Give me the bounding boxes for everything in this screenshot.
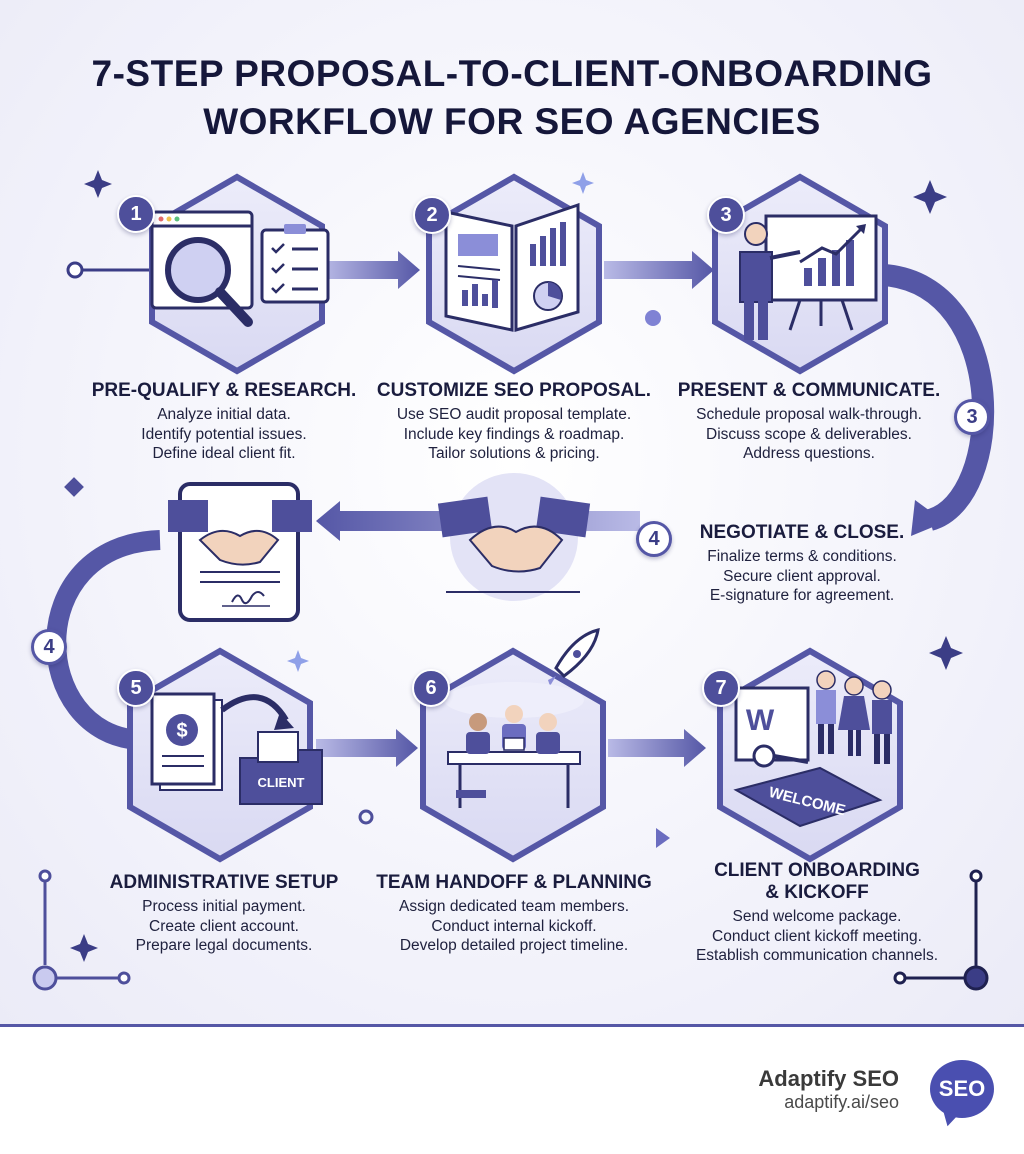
step-7-line-2: Conduct client kickoff meeting. bbox=[712, 927, 922, 945]
step-badge-3: 3 bbox=[707, 196, 745, 234]
step-3-text: PRESENT & COMMUNICATE. Schedule proposal… bbox=[667, 380, 951, 464]
step-5-line-2: Create client account. bbox=[149, 917, 299, 935]
step-5-text: ADMINISTRATIVE SETUP Process initial pay… bbox=[96, 872, 352, 956]
step-7-line-1: Send welcome package. bbox=[732, 908, 902, 925]
step-2-line-1: Use SEO audit proposal template. bbox=[396, 406, 632, 423]
page-title: 7-STEP PROPOSAL-TO-CLIENT-ONBOARDING WOR… bbox=[0, 50, 1024, 146]
play-mark bbox=[656, 828, 670, 848]
step-5-line-3: Prepare legal documents. bbox=[135, 937, 313, 954]
title-line-1: 7-STEP PROPOSAL-TO-CLIENT-ONBOARDING bbox=[91, 53, 933, 94]
connector-badge-4-left: 4 bbox=[31, 629, 67, 665]
arrow-2-to-3 bbox=[604, 251, 714, 289]
step-4-heading: NEGOTIATE & CLOSE. bbox=[699, 522, 905, 543]
svg-text:$: $ bbox=[176, 720, 187, 742]
step-2-line-3: Tailor solutions & pricing. bbox=[428, 445, 600, 462]
step-4-line-2: Secure client approval. bbox=[723, 567, 881, 585]
step-badge-7: 7 bbox=[702, 669, 740, 707]
step-3-line-1: Schedule proposal walk-through. bbox=[696, 406, 922, 423]
step-7-line-3: Establish communication channels. bbox=[695, 947, 939, 964]
step-2-text: CUSTOMIZE SEO PROPOSAL. Use SEO audit pr… bbox=[371, 380, 657, 464]
corner-ornament-left bbox=[32, 869, 131, 991]
curve-3-to-4-head bbox=[911, 500, 945, 536]
step-badge-2: 2 bbox=[413, 196, 451, 234]
title-line-2: WORKFLOW FOR SEO AGENCIES bbox=[203, 101, 821, 142]
step-2-heading: CUSTOMIZE SEO PROPOSAL. bbox=[376, 380, 652, 401]
team-meeting-icon bbox=[444, 627, 600, 808]
step-4-text: NEGOTIATE & CLOSE. Finalize terms & cond… bbox=[672, 522, 932, 606]
welcome-key-icon: W WELCOME bbox=[733, 670, 892, 828]
brand-url[interactable]: adaptify.ai/seo bbox=[784, 1092, 899, 1112]
step-1-text: PRE-QUALIFY & RESEARCH. Analyze initial … bbox=[82, 380, 366, 464]
step-6-text: TEAM HANDOFF & PLANNING Assign dedicated… bbox=[370, 872, 658, 956]
step-badge-1: 1 bbox=[117, 195, 155, 233]
step-1-line-1: Analyze initial data. bbox=[157, 406, 291, 423]
step-6-heading: TEAM HANDOFF & PLANNING bbox=[376, 872, 652, 893]
step-6-line-2: Conduct internal kickoff. bbox=[431, 917, 597, 935]
step-3-line-2: Discuss scope & deliverables. bbox=[706, 425, 912, 443]
workflow-diagram: $ CLIENT W WELCOME bbox=[32, 170, 995, 991]
step-4-line-3: E-signature for agreement. bbox=[709, 587, 895, 604]
magnifier-checklist-icon bbox=[150, 210, 330, 327]
step-7-heading-line-1: CLIENT ONBOARDING bbox=[714, 860, 920, 881]
step-badge-5: 5 bbox=[117, 669, 155, 707]
arrow-6-to-7 bbox=[608, 729, 706, 767]
step-6-line-3: Develop detailed project timeline. bbox=[399, 937, 629, 954]
brand-name: Adaptify SEO bbox=[758, 1066, 899, 1091]
step-5-heading: ADMINISTRATIVE SETUP bbox=[109, 872, 339, 893]
step-5-line-1: Process initial payment. bbox=[142, 898, 306, 915]
step-2-line-2: Include key findings & roadmap. bbox=[403, 425, 625, 443]
curve-3-to-4 bbox=[882, 264, 995, 531]
open-report-icon bbox=[444, 202, 580, 332]
tablet-handshake-icon bbox=[168, 482, 312, 622]
footer bbox=[0, 1027, 1024, 1154]
folder-label: CLIENT bbox=[258, 775, 305, 790]
step-4-line-1: Finalize terms & conditions. bbox=[707, 548, 897, 565]
handshake-icon bbox=[437, 473, 591, 601]
connector-badge-3: 3 bbox=[954, 399, 990, 435]
invoice-folder-icon: $ CLIENT bbox=[150, 692, 323, 805]
step-7-text: CLIENT ONBOARDING & KICKOFF Send welcome… bbox=[672, 860, 962, 966]
step-3-line-3: Address questions. bbox=[743, 445, 875, 462]
board-letter: W bbox=[746, 704, 775, 737]
step-1-heading: PRE-QUALIFY & RESEARCH. bbox=[91, 380, 357, 401]
footer-divider bbox=[0, 1024, 1024, 1027]
arrow-5-to-6 bbox=[316, 729, 418, 767]
step-1-line-3: Define ideal client fit. bbox=[152, 445, 296, 462]
step-7-heading-line-2: & KICKOFF bbox=[765, 882, 869, 903]
connector-badge-4: 4 bbox=[636, 521, 672, 557]
sparkle-decorations bbox=[64, 170, 963, 962]
arrow-1-to-2 bbox=[322, 251, 420, 289]
connector-start bbox=[66, 261, 150, 279]
brand-logo-icon: SEO bbox=[930, 1060, 994, 1118]
corner-ornament-right bbox=[893, 869, 989, 991]
step-1-line-2: Identify potential issues. bbox=[141, 425, 307, 443]
step-badge-6: 6 bbox=[412, 669, 450, 707]
step-6-line-1: Assign dedicated team members. bbox=[398, 898, 630, 915]
step-3-heading: PRESENT & COMMUNICATE. bbox=[677, 380, 941, 401]
presenter-chart-icon bbox=[739, 214, 878, 340]
